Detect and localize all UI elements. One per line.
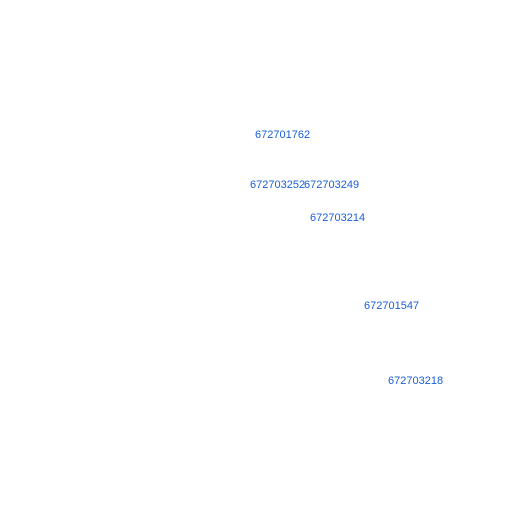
map-label[interactable]: 672703218 [388, 375, 444, 387]
map-label[interactable]: 672701762 [255, 129, 311, 141]
map-label[interactable]: 672701547 [364, 300, 420, 312]
map-label[interactable]: 672703249 [304, 179, 360, 191]
map-label[interactable]: 672703214 [310, 212, 366, 224]
map-label[interactable]: 672703252 [250, 179, 306, 191]
